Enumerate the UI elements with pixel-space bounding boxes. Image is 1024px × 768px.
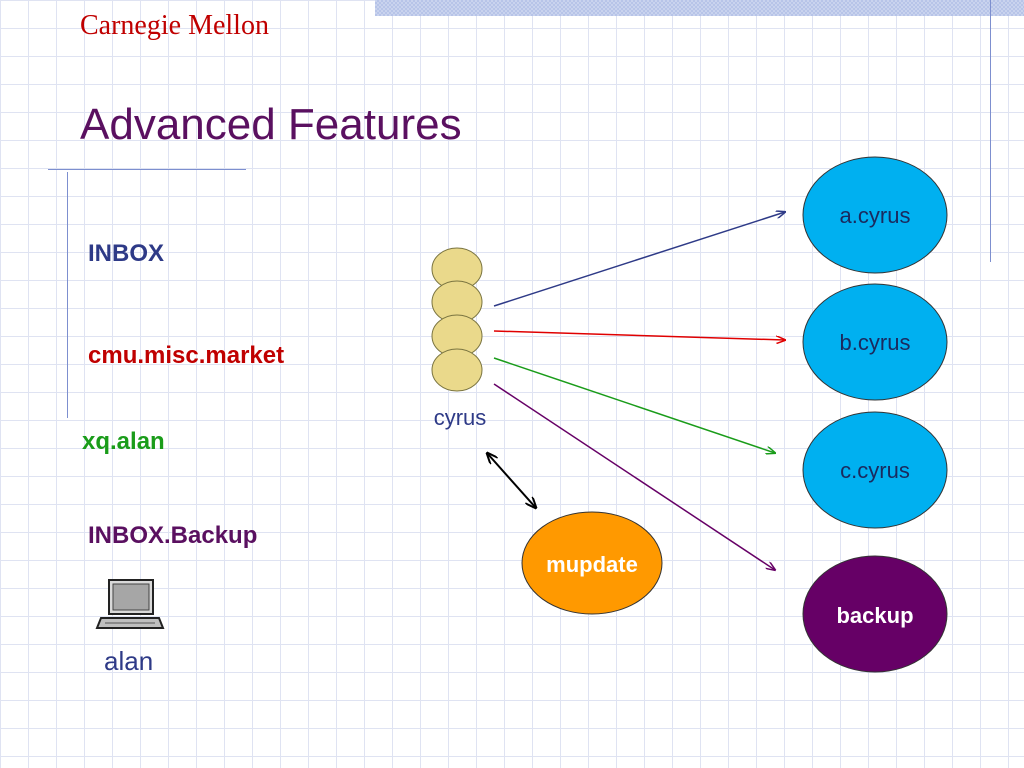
page-title: Advanced Features <box>80 100 462 149</box>
decorative-right-rule <box>990 0 991 262</box>
cyrus-server-stack-icon <box>431 247 483 392</box>
arrow-to-a-cyrus <box>493 212 785 307</box>
a-cyrus-node <box>802 156 948 274</box>
arrow-to-backup <box>493 383 775 570</box>
decorative-divider-horizontal <box>48 169 246 170</box>
c-cyrus-label: c.cyrus <box>840 458 910 483</box>
backup-node <box>802 555 948 673</box>
mailbox-label-backup: INBOX.Backup <box>88 522 258 549</box>
arrow-cyrus-mupdate <box>487 453 536 508</box>
mailbox-label-market: cmu.misc.market <box>88 342 285 369</box>
backup-label: backup <box>836 603 913 628</box>
decorative-divider-vertical <box>67 172 68 418</box>
b-cyrus-label: b.cyrus <box>840 330 911 355</box>
mupdate-label: mupdate <box>546 552 638 577</box>
cyrus-label: cyrus <box>434 405 487 430</box>
arrow-to-c-cyrus <box>493 357 775 453</box>
decorative-top-band <box>375 0 1024 16</box>
laptop-icon <box>95 579 165 629</box>
c-cyrus-node <box>802 411 948 529</box>
arrow-to-b-cyrus <box>493 330 785 340</box>
b-cyrus-node <box>802 283 948 401</box>
mupdate-node <box>521 511 663 615</box>
brand-name: Carnegie Mellon <box>80 10 269 41</box>
mailbox-label-inbox: INBOX <box>88 240 165 267</box>
mailbox-label-xq: xq.alan <box>82 428 165 455</box>
a-cyrus-label: a.cyrus <box>840 203 911 228</box>
client-label: alan <box>104 646 154 676</box>
